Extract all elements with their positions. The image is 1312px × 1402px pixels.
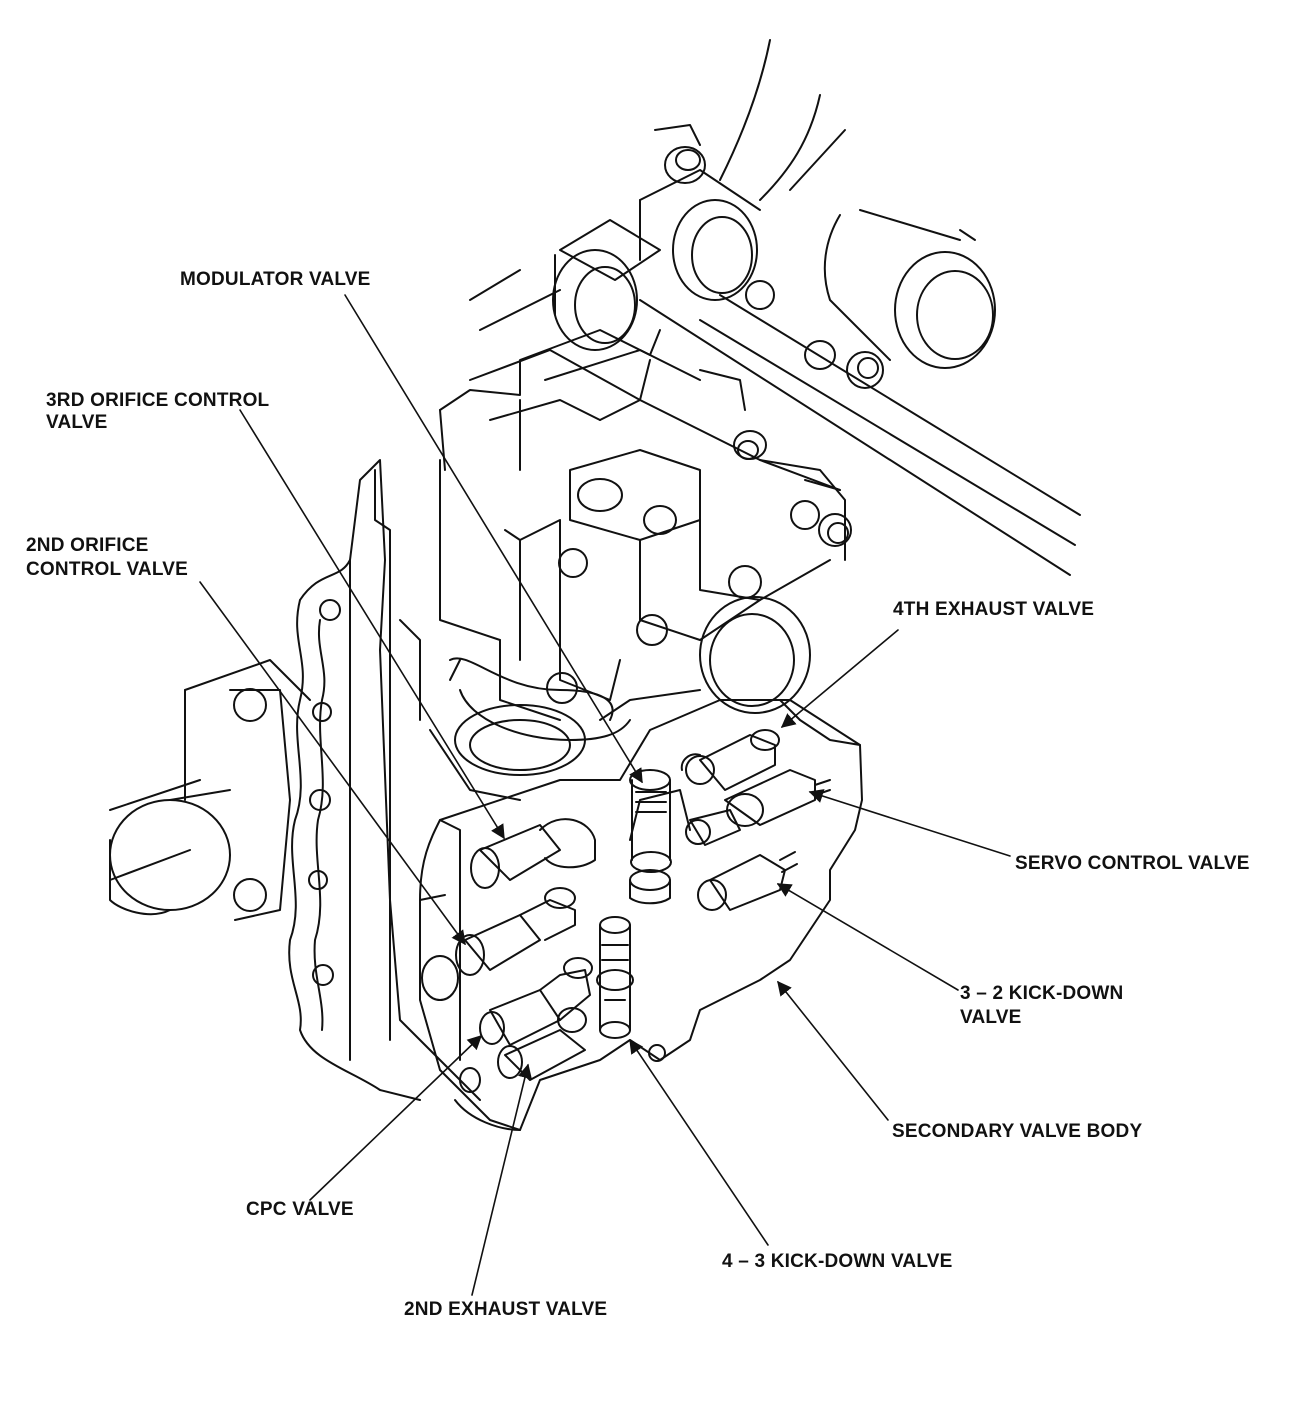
secondary-valve-body-outline — [419, 699, 863, 1131]
gasket — [288, 459, 481, 1101]
label-3-2-kick-down-valve-line1: 3 – 2 KICK-DOWN — [960, 983, 1124, 1004]
left-output-shaft — [109, 659, 311, 921]
label-4th-exhaust-valve: 4TH EXHAUST VALVE — [893, 599, 1095, 620]
valve-components — [455, 729, 831, 1081]
label-secondary-valve-body: SECONDARY VALVE BODY — [892, 1121, 1143, 1142]
label-2nd-orifice-control-valve-line2: CONTROL VALVE — [26, 559, 188, 580]
label-cpc-valve: CPC VALVE — [246, 1199, 354, 1220]
label-4-3-kick-down-valve: 4 – 3 KICK-DOWN VALVE — [722, 1251, 953, 1272]
upper-shafts — [469, 39, 1081, 576]
leader-lines — [199, 294, 1011, 1296]
label-3rd-orifice-control-valve-line1: 3RD ORIFICE CONTROL — [46, 390, 270, 411]
label-2nd-exhaust-valve: 2ND EXHAUST VALVE — [404, 1299, 608, 1320]
label-3-2-kick-down-valve-line2: VALVE — [960, 1007, 1022, 1028]
label-2nd-orifice-control-valve-line1: 2ND ORIFICE — [26, 535, 149, 556]
transmission-case — [399, 329, 852, 801]
label-modulator-valve: MODULATOR VALVE — [180, 269, 371, 290]
label-servo-control-valve: SERVO CONTROL VALVE — [1015, 853, 1250, 874]
label-3rd-orifice-control-valve-line2: VALVE — [46, 412, 108, 433]
